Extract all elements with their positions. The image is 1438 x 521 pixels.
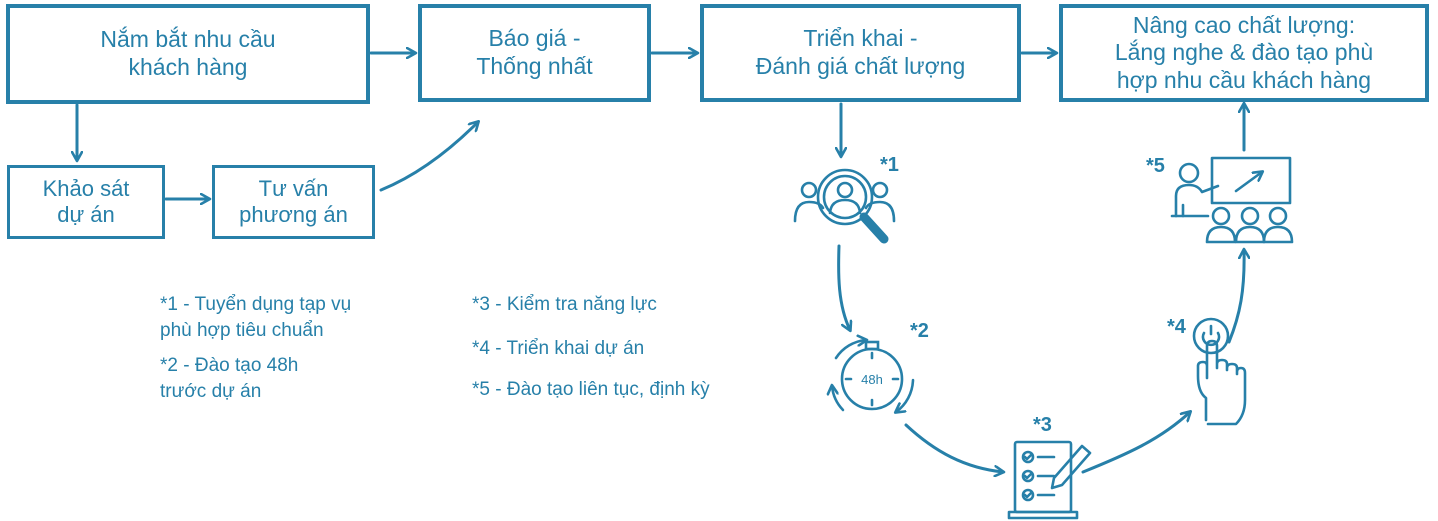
- hand-power-button-icon: [1192, 317, 1247, 426]
- box-project-survey: Khảo sát dự án: [7, 165, 165, 239]
- box-quote-agreement: Báo giá - Thống nhất: [418, 4, 651, 102]
- box-deploy-evaluate: Triển khai - Đánh giá chất lượng: [700, 4, 1021, 102]
- arrow-advise-to-quote: [379, 122, 478, 192]
- legend-note-5: *5 - Đào tạo liên tục, định kỳ: [472, 379, 710, 400]
- stopwatch-48h-icon: [832, 340, 915, 412]
- legend-note-4: *4 - Triển khai dự án: [472, 338, 645, 359]
- legend-note-3: *3 - Kiểm tra năng lực: [472, 294, 657, 315]
- step-marker-2: *2: [910, 320, 929, 342]
- box-improve-quality: Nâng cao chất lượng: Lắng nghe & đào tạo…: [1059, 4, 1429, 102]
- legend-note-1: *1 - Tuyển dụng tạp vụ phù hợp tiêu chuẩ…: [160, 294, 352, 341]
- arrow-step3-to-step4: [1081, 412, 1190, 474]
- search-people-icon: [793, 168, 896, 244]
- box-customer-needs: Nắm bắt nhu cầu khách hàng: [6, 4, 370, 104]
- checklist-icon: [1007, 440, 1092, 520]
- arrow-step2-to-step3: [904, 423, 1003, 472]
- arrow-step4-to-step5: [1227, 250, 1244, 344]
- stopwatch-label: 48h: [861, 372, 883, 387]
- step-marker-3: *3: [1033, 414, 1052, 436]
- box-solution-advice: Tư vấn phương án: [212, 165, 375, 239]
- training-presentation-icon: [1170, 156, 1294, 244]
- step-marker-1: *1: [880, 154, 899, 176]
- legend-note-2: *2 - Đào tạo 48h trước dự án: [160, 355, 299, 402]
- step-marker-5: *5: [1146, 155, 1165, 177]
- arrow-step1-to-step2: [837, 244, 850, 330]
- step-marker-4: *4: [1167, 316, 1186, 338]
